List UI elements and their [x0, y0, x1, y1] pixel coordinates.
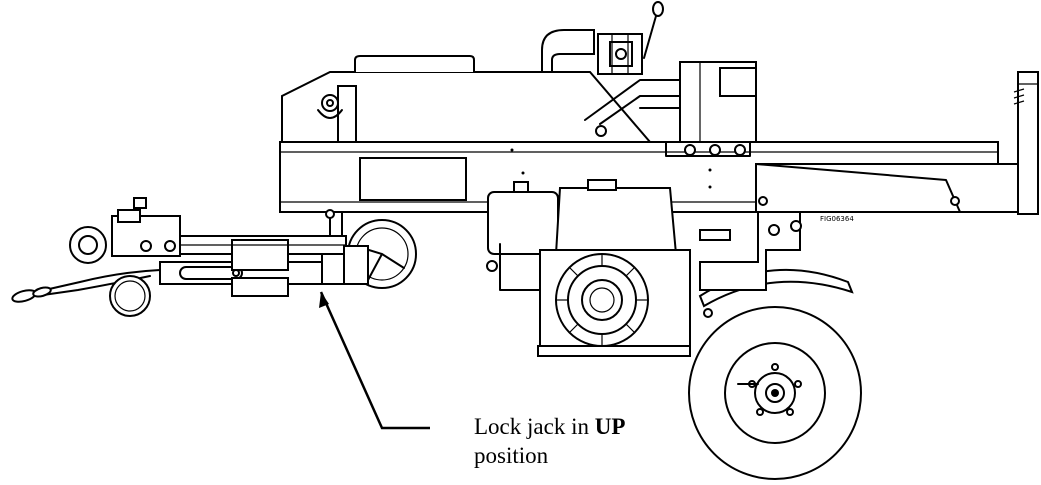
ram-pusher: [755, 163, 1019, 213]
hitch-coupler: [69, 197, 181, 264]
wheel: [688, 306, 862, 480]
air-filter: [554, 187, 678, 255]
decal-plate: [359, 157, 467, 201]
callout-line-2: position: [474, 443, 549, 468]
figure-code: FIG06364: [820, 215, 854, 223]
engine: [486, 179, 691, 357]
control-valve: [541, 1, 664, 75]
callout-text-bold: UP: [594, 414, 626, 439]
callout-label: Lock jack in UP position: [474, 412, 625, 470]
tongue-jack: [321, 219, 417, 289]
tongue: [159, 209, 351, 297]
fuel-tank: [487, 191, 559, 255]
hydraulic-cylinder: [281, 55, 757, 157]
callout-line-1: Lock jack in UP: [474, 412, 625, 441]
safety-chain: [11, 269, 161, 317]
callout-arrow-icon: [319, 291, 430, 430]
axle-bracket: [699, 211, 802, 291]
callout-text-part1: Lock jack in: [474, 414, 595, 439]
